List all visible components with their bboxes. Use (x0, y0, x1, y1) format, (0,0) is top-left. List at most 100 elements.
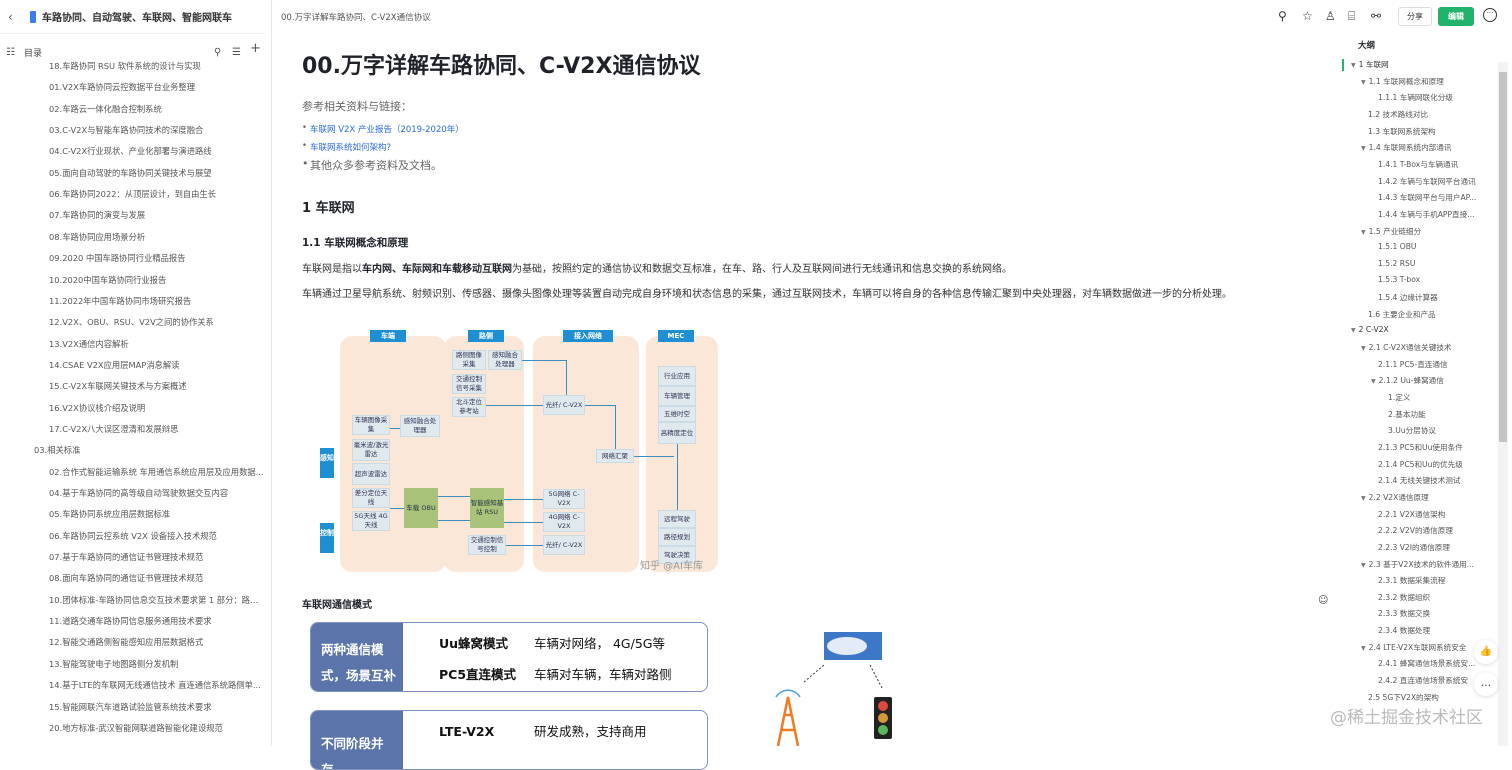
toc-item[interactable]: 07.车路协同的演变与发展 (49, 209, 145, 221)
outline-item[interactable]: 1.6 主要企业和产品 (1368, 309, 1436, 320)
search-icon[interactable]: ⚲ (214, 46, 222, 58)
outline-item[interactable]: ▼2.1.2 Uu-蜂窝通信 (1371, 375, 1444, 386)
toc-item[interactable]: 11.道路交通车路协同信息服务通用技术要求 (49, 615, 212, 627)
caret-down-icon[interactable]: ▼ (1361, 561, 1366, 569)
outline-item[interactable]: 2.1.4 无线关键技术测试 (1378, 475, 1461, 486)
caret-down-icon[interactable]: ▼ (1361, 644, 1366, 652)
outline-item[interactable]: 2.3.3 数据交换 (1378, 608, 1430, 619)
outline-item[interactable]: 1.5.4 边缘计算器 (1378, 292, 1438, 303)
toc-item[interactable]: 18.车路协同 RSU 软件系统的设计与实现 (49, 60, 201, 72)
toc-item[interactable]: 16.V2X协议栈介绍及说明 (49, 402, 145, 414)
outline-item[interactable]: 1.5.3 T-box (1378, 275, 1420, 284)
toc-item[interactable]: 17.C-V2X八大误区澄清和发展辩思 (49, 423, 178, 435)
outline-item[interactable]: 2.4.2 直连通信场景系统安 (1378, 675, 1468, 686)
caret-down-icon[interactable]: ▼ (1361, 78, 1366, 86)
presentation-icon[interactable]: ⌸ (1348, 9, 1356, 23)
book-title[interactable]: 车路协同、自动驾驶、车联网、智能网联车 (42, 13, 232, 24)
caret-down-icon[interactable]: ▼ (1361, 345, 1366, 353)
edit-button[interactable]: 编辑 (1438, 7, 1474, 26)
share-graph-icon[interactable]: ⚯ (1371, 9, 1382, 23)
ref-link[interactable]: 车联网系统如何架构? (302, 141, 391, 153)
toc-item[interactable]: 05.面向自动驾驶的车路协同关键技术与展望 (49, 167, 212, 179)
toc-item[interactable]: 02.车路云一体化融合控制系统 (49, 103, 162, 115)
more-icon[interactable]: ··· (1483, 8, 1497, 22)
outline-item[interactable]: 1.4.3 车联网平台与用户AP... (1378, 192, 1476, 203)
toc-item[interactable]: 01.V2X车路协同云控数据平台业务整理 (49, 81, 195, 93)
toc-item[interactable]: 04.基于车路协同的高等级自动驾驶数据交互内容 (49, 487, 228, 499)
caret-down-icon[interactable]: ▼ (1361, 228, 1366, 236)
outline-item[interactable]: 2.1.3 PC5和Uu使用条件 (1378, 442, 1463, 453)
add-user-icon[interactable]: ♙ (1325, 9, 1336, 23)
outline-item[interactable]: 2.2.1 V2X通信架构 (1378, 509, 1445, 520)
add-icon[interactable]: + (250, 41, 261, 56)
toc-item[interactable]: 12.智能交通路侧智能感知应用层数据格式 (49, 636, 203, 648)
toc-item[interactable]: 12.V2X、OBU、RSU、V2V之间的协作关系 (49, 316, 214, 328)
chevron-left-icon[interactable]: ‹ (8, 9, 13, 24)
toc-item[interactable]: 09.2020 中国车路协同行业精品报告 (49, 252, 186, 264)
toc-item[interactable]: 03.C-V2X与智能车路协同技术的深度融合 (49, 124, 203, 136)
outline-item[interactable]: 1.1.1 车辆网联化分级 (1378, 92, 1453, 103)
star-icon[interactable]: ☆ (1302, 9, 1313, 23)
outline-item[interactable]: ▼1.1 车联网概念和原理 (1361, 76, 1444, 87)
comment-icon[interactable]: ☺ (1318, 595, 1329, 606)
search-icon[interactable]: ⚲ (1278, 9, 1287, 23)
outline-item[interactable]: 2.2.2 V2V的通信原理 (1378, 525, 1453, 536)
toc-item[interactable]: 14.CSAE V2X应用层MAP消息解读 (49, 359, 180, 371)
caret-down-icon[interactable]: ▼ (1361, 145, 1366, 153)
outline-item[interactable]: 2.4.1 蜂窝通信场景系统安... (1378, 658, 1475, 669)
outline-item[interactable]: 1.4.2 车辆与车联网平台通讯 (1378, 176, 1476, 187)
outline-item[interactable]: ▼2.4 LTE-V2X车联网系统安全 (1361, 642, 1466, 653)
caret-down-icon[interactable]: ▼ (1351, 327, 1356, 335)
outline-item[interactable]: 2.3.4 数据处理 (1378, 625, 1430, 636)
toc-item[interactable]: 15.智能网联汽车道路试验监管系统技术要求 (49, 701, 212, 713)
outline-item[interactable]: 1.定义 (1388, 392, 1410, 403)
toc-item[interactable]: 10.2020中国车路协同行业报告 (49, 274, 166, 286)
caret-down-icon[interactable]: ▼ (1361, 494, 1366, 502)
toc-group[interactable]: ⌄03.相关标准 (34, 444, 80, 456)
outline-item[interactable]: 1.5.1 OBU (1378, 242, 1416, 251)
breadcrumb[interactable]: 00.万字详解车路协同、C-V2X通信协议 (281, 13, 431, 23)
outline-item[interactable]: ▼2.3 基于V2X技术的软件通用... (1361, 559, 1474, 570)
outline-item[interactable]: ▼1.4 车联网系统内部通讯 (1361, 142, 1451, 153)
toc-item[interactable]: 06.车路协同云控系统 V2X 设备接入技术规范 (49, 530, 217, 542)
like-icon[interactable]: 👍 (1474, 640, 1498, 664)
outline-item[interactable]: ▼1 车联网 (1351, 59, 1389, 70)
share-button[interactable]: 分享 (1398, 7, 1432, 26)
outline-item[interactable]: 2.1.4 PC5和Uu的优先级 (1378, 459, 1463, 470)
outline-item[interactable]: ▼1.5 产业链细分 (1361, 226, 1421, 237)
outline-item[interactable]: 1.2 技术路线对比 (1368, 109, 1428, 120)
outline-item[interactable]: ▼2.1 C-V2X通信关键技术 (1361, 342, 1452, 353)
toc-item[interactable]: 13.智能驾驶电子地图路侧分发机制 (49, 658, 178, 670)
ref-link[interactable]: 车联网 V2X 产业报告（2019-2020年） (302, 123, 464, 135)
outline-item[interactable]: 1.3 车联网系统架构 (1368, 126, 1436, 137)
list-icon[interactable]: ☰ (232, 46, 241, 58)
outline-item[interactable]: ▼2 C-V2X (1351, 325, 1389, 334)
outline-item[interactable]: ▼2.2 V2X通信原理 (1361, 492, 1429, 503)
outline-item[interactable]: 1.4.1 T-Box与车辆通讯 (1378, 159, 1458, 170)
toc-item[interactable]: 08.面向车路协同的通信证书管理技术规范 (49, 572, 203, 584)
outline-item[interactable]: 2.5 5G下V2X的架构 (1368, 692, 1439, 703)
toc-item[interactable]: 11.2022年中国车路协同市场研究报告 (49, 295, 191, 307)
toc-item[interactable]: 04.C-V2X行业现状、产业化部署与演进路线 (49, 145, 212, 157)
caret-down-icon[interactable]: ▼ (1371, 378, 1376, 386)
toc-item[interactable]: 20.地方标准-武汉智能网联道路智能化建设规范 (49, 722, 223, 734)
toc-item[interactable]: 05.车路协同系统应用层数据标准 (49, 508, 170, 520)
toc-item[interactable]: 15.C-V2X车联网关键技术与方案概述 (49, 380, 187, 392)
toc-item[interactable]: 02.合作式智能运输系统 车用通信系统应用层及应用数据... (49, 466, 264, 478)
outline-item[interactable]: 2.3.2 数据组织 (1378, 592, 1430, 603)
comment-bubble-icon[interactable]: … (1474, 672, 1498, 696)
toc-item[interactable]: 08.车路协同应用场景分析 (49, 231, 145, 243)
outline-item[interactable]: 2.基本功能 (1388, 409, 1426, 420)
toc-item[interactable]: 10.团体标准-车路协同信息交互技术要求第 1 部分：路侧... (49, 594, 264, 606)
outline-item[interactable]: 3.Uu分层协议 (1388, 425, 1436, 436)
caret-down-icon[interactable]: ▼ (1351, 62, 1356, 69)
toc-item[interactable]: 14.基于LTE的车联网无线通信技术 直连通信系统路侧单... (49, 679, 261, 691)
outline-item[interactable]: 2.1.1 PC5-直连通信 (1378, 359, 1448, 370)
outline-item[interactable]: 2.3.1 数据采集流程 (1378, 575, 1445, 586)
toc-icon[interactable]: ☷ (6, 46, 15, 58)
toc-item[interactable]: 13.V2X通信内容解析 (49, 338, 129, 350)
scrollbar-thumb[interactable] (1499, 72, 1507, 442)
toc-item[interactable]: 07.基于车路协同的通信证书管理技术规范 (49, 551, 203, 563)
outline-item[interactable]: 1.5.2 RSU (1378, 259, 1415, 268)
toc-item[interactable]: 06.车路协同2022：从顶层设计，到自由生长 (49, 188, 216, 200)
